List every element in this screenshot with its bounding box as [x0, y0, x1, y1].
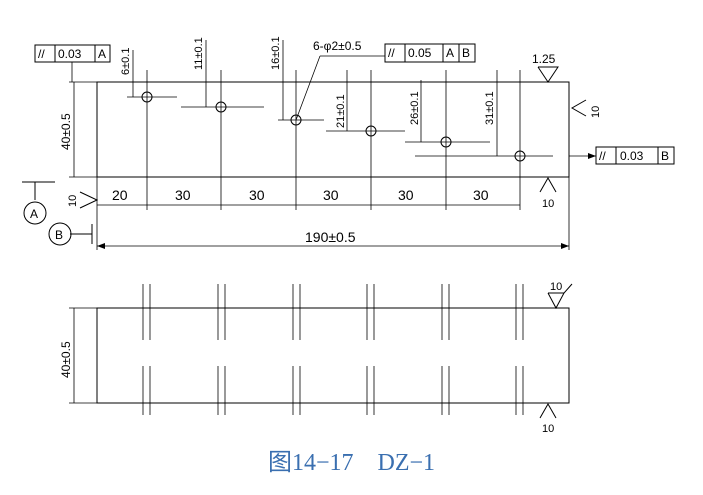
svg-text:B: B	[462, 46, 470, 60]
dim-31: 31±0.1	[484, 91, 496, 125]
roughness-lower-bottom: 10	[539, 402, 557, 435]
slot-lines	[142, 284, 524, 415]
roughness-top: 1.25	[532, 52, 559, 83]
hole-4	[365, 125, 377, 137]
svg-text:10: 10	[550, 281, 562, 293]
hole-3	[290, 114, 302, 126]
hole-offset-dims: 6±0.1 11±0.1 16±0.1 21±0.1 26±0.1 31±0.1	[120, 36, 498, 156]
holes	[127, 91, 553, 162]
part-front-view	[96, 307, 570, 404]
dim-21: 21±0.1	[335, 94, 347, 128]
svg-text:10: 10	[590, 106, 602, 118]
svg-text:0.03: 0.03	[58, 47, 82, 61]
hole-1	[141, 91, 153, 103]
dim-11: 11±0.1	[193, 37, 205, 70]
fcf-middle: // 0.05 A B	[384, 43, 476, 63]
svg-text:30: 30	[398, 187, 414, 203]
dim-26: 26±0.1	[409, 91, 421, 125]
svg-text:30: 30	[175, 187, 191, 203]
svg-text:A: A	[30, 207, 38, 221]
fcf-top-left: // 0.03 A	[34, 44, 111, 82]
svg-text:20: 20	[112, 187, 128, 203]
svg-text:10: 10	[542, 423, 554, 435]
svg-text:A: A	[446, 46, 454, 60]
hole-5	[440, 136, 452, 148]
svg-text://: //	[38, 47, 45, 61]
roughness-left: 10	[67, 191, 99, 209]
roughness-bottom: 10	[539, 176, 557, 210]
svg-text:1.25: 1.25	[532, 52, 556, 66]
hole-extension-lines	[146, 70, 521, 210]
svg-text:A: A	[98, 47, 106, 61]
hole-2	[215, 101, 227, 113]
part-top-view	[96, 81, 570, 178]
svg-text:10: 10	[67, 195, 79, 207]
svg-text:30: 30	[473, 187, 489, 203]
dim-6: 6±0.1	[120, 48, 132, 75]
length-dim: 190±0.5	[97, 177, 570, 250]
svg-text:190±0.5: 190±0.5	[305, 229, 356, 245]
dim-16: 16±0.1	[270, 36, 282, 70]
datum-a: A	[22, 181, 55, 225]
datum-b: B	[48, 222, 93, 246]
svg-text:0.05: 0.05	[408, 46, 432, 60]
svg-text:0.03: 0.03	[620, 149, 644, 163]
figure-caption: 图14−17 DZ−1	[267, 450, 436, 476]
svg-text:40±0.5: 40±0.5	[59, 113, 73, 150]
svg-text:B: B	[661, 149, 669, 163]
svg-text://: //	[599, 149, 606, 163]
svg-text:30: 30	[249, 187, 265, 203]
height-dim-main: 40±0.5	[59, 81, 97, 178]
svg-text:30: 30	[323, 187, 339, 203]
roughness-lower-top: 10	[547, 281, 573, 310]
fcf-right: // 0.03 B	[569, 146, 675, 165]
svg-text:B: B	[55, 228, 63, 242]
hole-6	[514, 150, 526, 162]
svg-text:40±0.5: 40±0.5	[59, 341, 73, 378]
roughness-right: 10	[570, 99, 602, 118]
height-dim-lower: 40±0.5	[59, 307, 97, 404]
svg-text://: //	[388, 46, 395, 60]
svg-text:10: 10	[542, 198, 554, 210]
spacing-dims: 20 30 30 30 30 30	[96, 177, 520, 250]
holes-callout: 6-φ2±0.5	[295, 39, 385, 121]
holes-label: 6-φ2±0.5	[313, 39, 362, 53]
